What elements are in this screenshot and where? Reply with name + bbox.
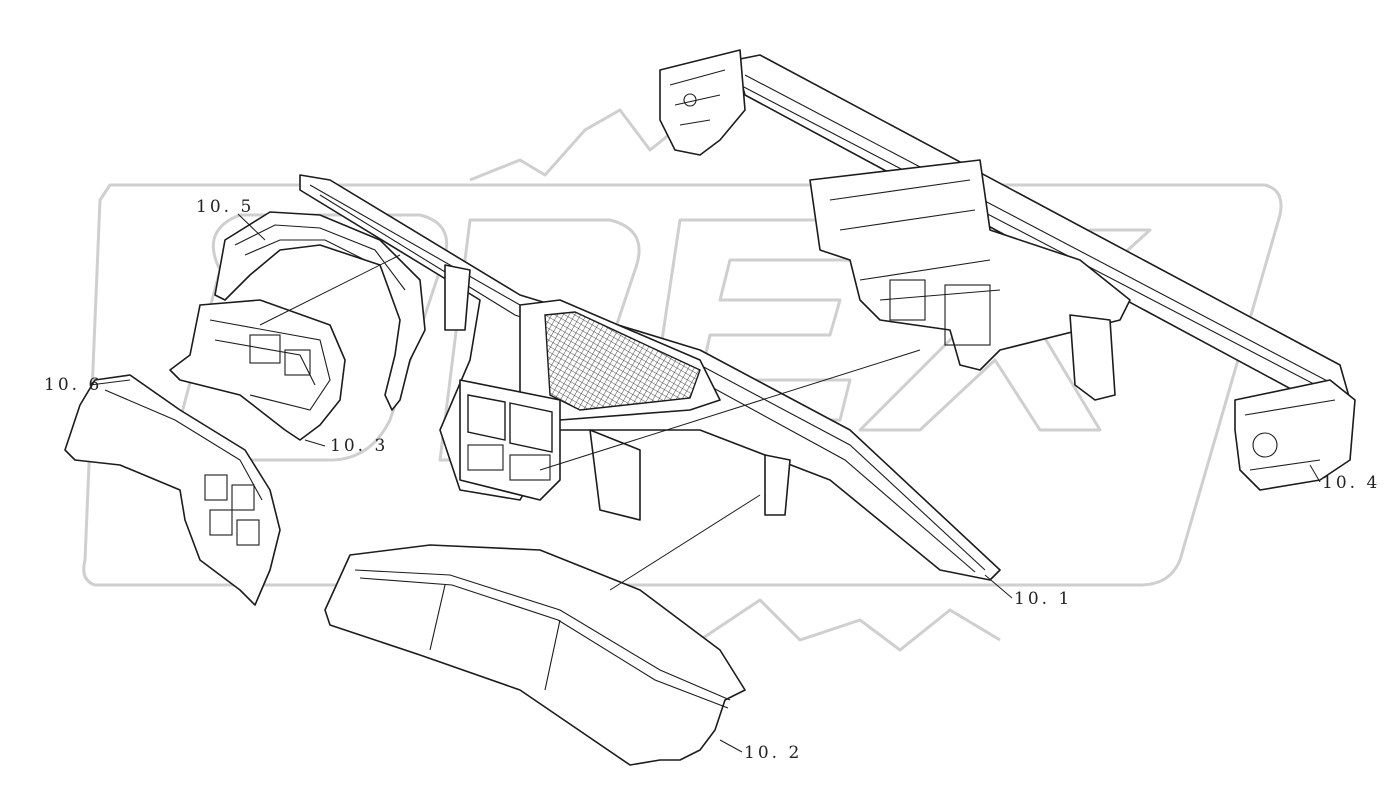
cross-car-beam-10-4 bbox=[659, 49, 1356, 491]
cluster-housing-10-3 bbox=[169, 299, 346, 441]
cluster-hood-10-5 bbox=[214, 211, 426, 411]
instrument-panel-body-10-1 bbox=[299, 174, 1001, 581]
callout-10-5: 10. 5 bbox=[196, 197, 255, 217]
callout-10-1: 10. 1 bbox=[1014, 589, 1073, 609]
callout-10-6: 10. 6 bbox=[44, 375, 103, 395]
callout-10-3: 10. 3 bbox=[330, 436, 389, 456]
callout-10-2: 10. 2 bbox=[744, 743, 803, 763]
callout-10-4: 10. 4 bbox=[1322, 473, 1381, 493]
cluster-trim-10-6 bbox=[64, 374, 281, 606]
upper-pad-10-2 bbox=[324, 544, 746, 766]
leader-lines bbox=[89, 213, 1321, 753]
